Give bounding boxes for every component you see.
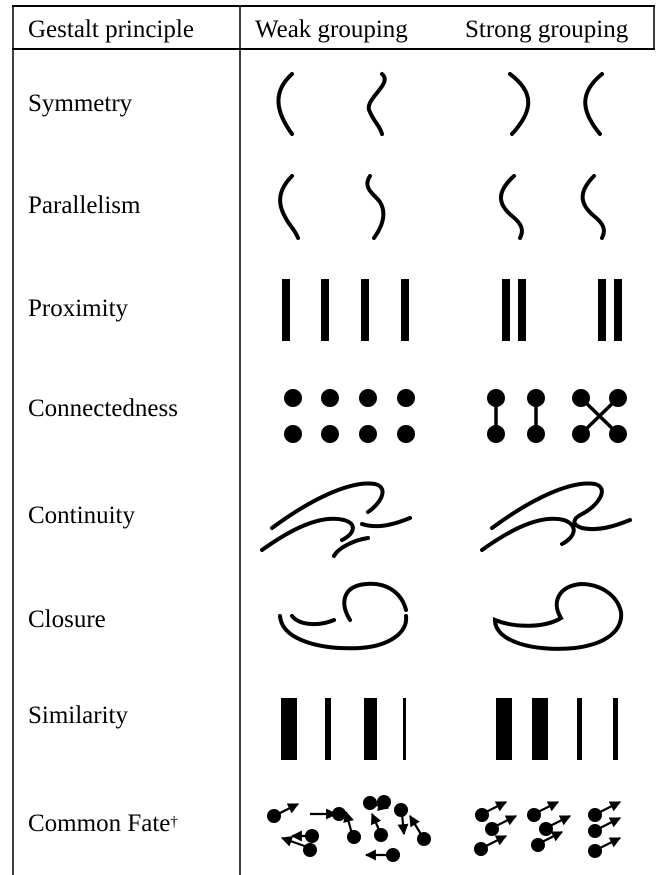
connectedness-strong-dot	[609, 389, 627, 407]
similarity-weak-bar-thick	[281, 698, 297, 760]
similarity-strong-bar-thin	[613, 698, 618, 760]
similarity-weak-bar-thin	[325, 698, 331, 760]
common-fate-strong-dot	[475, 808, 489, 822]
common-fate-strong-dot	[485, 822, 499, 836]
common-fate-weak-dot	[417, 832, 431, 846]
common-fate-strong-figure	[474, 801, 621, 858]
common-fate-strong-dot	[527, 808, 541, 822]
parallelism-strong-curve-2	[580, 174, 606, 240]
continuity-weak-curve-2	[270, 481, 385, 530]
similarity-strong-bar-thick	[532, 698, 548, 760]
connectedness-weak-dot	[359, 389, 377, 407]
proximity-strong-bar-3	[598, 279, 606, 341]
row-label-similarity: Similarity	[28, 702, 128, 729]
connectedness-strong-dot	[527, 389, 545, 407]
proximity-strong-bar-2	[518, 279, 526, 341]
common-fate-weak-dot	[332, 807, 346, 821]
closure-weak-figure	[278, 581, 409, 651]
common-fate-strong-dot	[588, 808, 602, 822]
closure-weak-curve-2	[290, 614, 336, 627]
continuity-weak-curve-4	[332, 536, 370, 558]
symmetry-weak-figure	[276, 72, 387, 136]
common-fate-weak-figure	[267, 795, 431, 862]
proximity-strong-bar-1	[502, 279, 510, 341]
parallelism-strong-curve-1	[499, 174, 524, 240]
common-fate-strong-dot	[474, 842, 488, 856]
row-label-continuity: Continuity	[28, 502, 135, 529]
common-fate-weak-dot	[363, 796, 377, 810]
proximity-weak-bar-1	[282, 279, 290, 341]
continuity-strong-curve-1	[480, 516, 576, 552]
similarity-strong-bar-thick	[496, 698, 512, 760]
continuity-strong-figure	[480, 481, 632, 552]
common-fate-weak-dot	[305, 829, 319, 843]
common-fate-weak-dot	[386, 848, 400, 862]
row-label-closure: Closure	[28, 606, 106, 633]
row-label-common-fate: Common Fate†	[28, 810, 178, 837]
connectedness-weak-dot	[397, 425, 415, 443]
parallelism-strong-figure	[499, 174, 606, 240]
connectedness-weak-dot	[284, 425, 302, 443]
proximity-weak-bar-3	[361, 279, 369, 341]
common-fate-strong-dot	[588, 844, 602, 858]
connectedness-strong-dot	[487, 425, 505, 443]
similarity-weak-bar-thick	[364, 698, 377, 760]
closure-strong-figure	[492, 581, 624, 651]
proximity-strong-figure	[502, 279, 622, 341]
parallelism-weak-figure	[278, 174, 386, 240]
row-label-proximity: Proximity	[28, 295, 129, 322]
connectedness-strong-dot	[572, 425, 590, 443]
common-fate-weak-dot	[303, 843, 317, 857]
connectedness-strong-figure	[487, 389, 627, 443]
symmetry-weak-curve-2	[366, 72, 387, 136]
connectedness-weak-dot	[359, 425, 377, 443]
parallelism-weak-curve-1	[278, 174, 300, 240]
connectedness-weak-dot	[397, 389, 415, 407]
closure-weak-curve-1	[278, 614, 409, 651]
common-fate-strong-dot	[588, 824, 602, 838]
similarity-strong-bar-thin	[577, 698, 582, 760]
connectedness-strong-dot	[527, 425, 545, 443]
symmetry-weak-curve-1	[276, 72, 294, 136]
common-fate-weak-dot	[347, 830, 361, 844]
common-fate-weak-dot	[374, 828, 388, 842]
continuity-weak-curve-3	[360, 516, 412, 529]
header-gestalt-principle: Gestalt principle	[28, 16, 194, 43]
row-label-parallelism: Parallelism	[28, 192, 141, 219]
continuity-weak-curve-1	[260, 516, 355, 552]
symmetry-strong-curve-1	[508, 72, 531, 136]
row-label-connectedness: Connectedness	[28, 395, 178, 422]
connectedness-strong-dot	[572, 389, 590, 407]
similarity-strong-figure	[496, 698, 618, 760]
similarity-weak-figure	[281, 698, 406, 760]
connectedness-strong-dot	[487, 389, 505, 407]
connectedness-weak-figure	[284, 389, 415, 443]
row-label-symmetry: Symmetry	[28, 90, 133, 117]
common-fate-weak-dot	[377, 795, 391, 809]
symmetry-strong-figure	[508, 72, 604, 136]
proximity-weak-figure	[282, 279, 409, 341]
closure-strong-curve	[492, 581, 624, 651]
proximity-strong-bar-4	[614, 279, 622, 341]
proximity-weak-bar-2	[321, 279, 329, 341]
common-fate-weak-dot	[394, 803, 408, 817]
connectedness-strong-dot	[609, 425, 627, 443]
similarity-weak-bar-thin	[403, 698, 406, 760]
symmetry-strong-curve-2	[583, 72, 604, 136]
header-weak-grouping: Weak grouping	[255, 16, 408, 43]
connectedness-weak-dot	[321, 425, 339, 443]
continuity-strong-curve-2	[490, 481, 632, 531]
common-fate-strong-dot	[531, 838, 545, 852]
proximity-weak-bar-4	[401, 279, 409, 341]
closure-weak-curve-3	[342, 581, 408, 622]
header-strong-grouping: Strong grouping	[465, 16, 629, 43]
common-fate-weak-dot	[267, 809, 281, 823]
connectedness-weak-dot	[284, 389, 302, 407]
footnote-mark: †	[170, 814, 178, 830]
connectedness-weak-dot	[321, 389, 339, 407]
parallelism-weak-curve-2	[365, 174, 386, 240]
continuity-weak-figure	[260, 481, 412, 558]
common-fate-strong-dot	[539, 822, 553, 836]
